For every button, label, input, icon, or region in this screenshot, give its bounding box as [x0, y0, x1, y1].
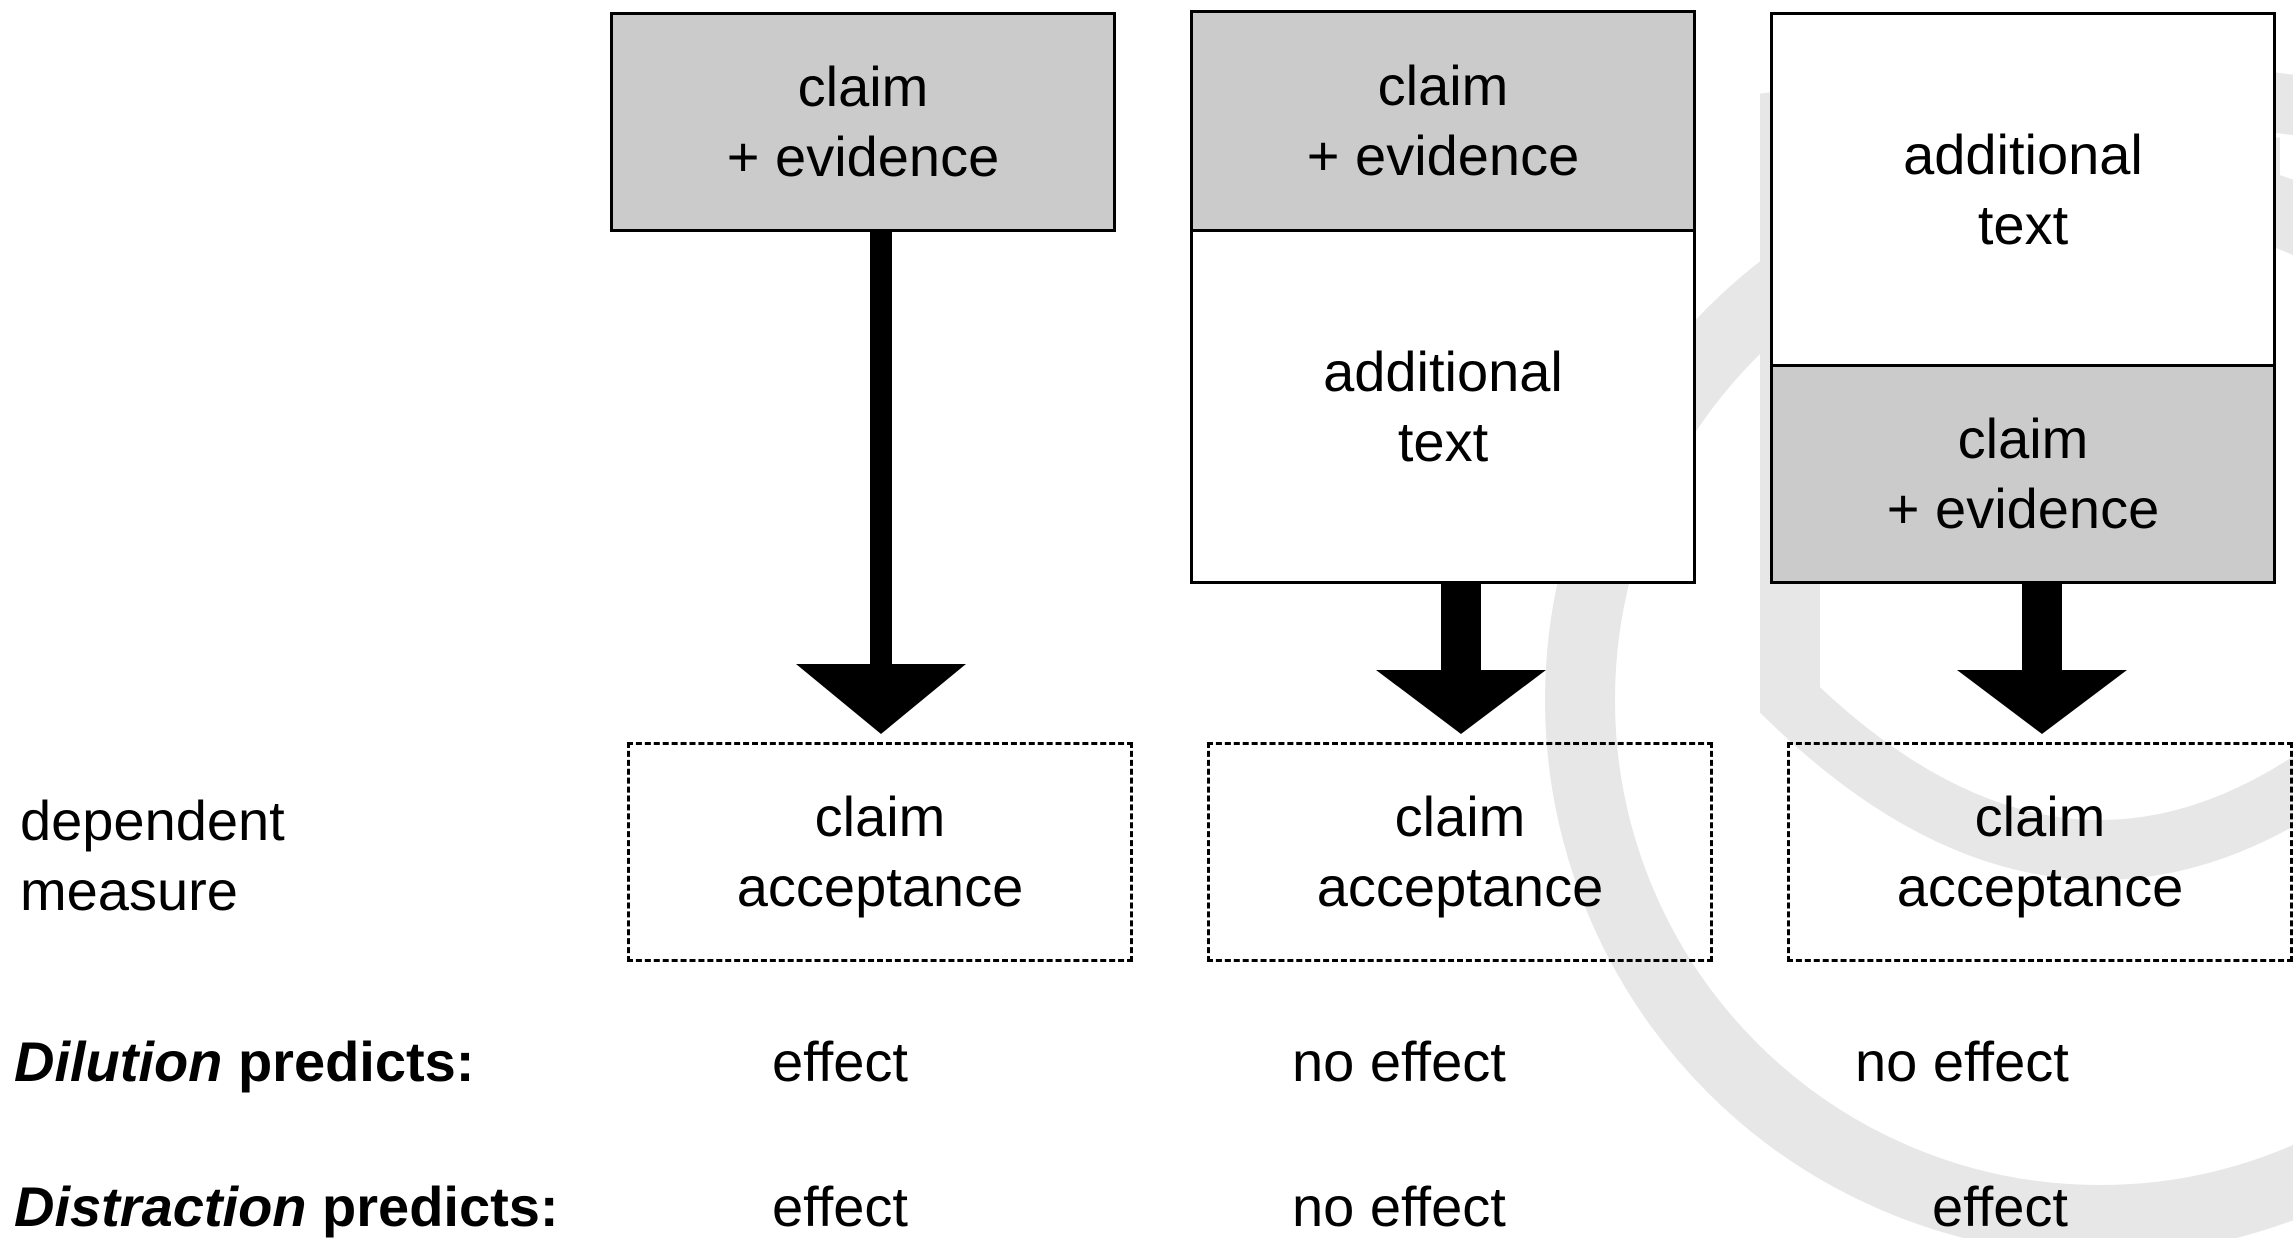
box-text-line: text [1977, 192, 2069, 256]
box-text-line: acceptance [1316, 855, 1604, 918]
box-text-line: + evidence [1886, 477, 2160, 540]
additional-text-box: additional text [1770, 12, 2276, 367]
label-line: dependent [20, 789, 285, 852]
predicts-text: predicts: [306, 1175, 559, 1238]
arrow-condition-2 [1376, 580, 1546, 734]
additional-text-box: additional text [1190, 229, 1696, 584]
claim-evidence-box: claim + evidence [1190, 10, 1696, 232]
arrow-condition-3 [1957, 580, 2127, 734]
box-text-line: claim [1394, 785, 1526, 848]
dilution-prediction-3: no effect [1855, 1030, 2069, 1093]
box-text-line: acceptance [736, 855, 1024, 918]
box-text-line: additional [1323, 339, 1563, 403]
box-text-line: + evidence [1306, 124, 1580, 187]
box-text-line: + evidence [726, 125, 1000, 188]
claim-acceptance-box: claim acceptance [627, 742, 1133, 962]
predicts-text: predicts: [222, 1030, 475, 1093]
box-text-line: claim [1377, 54, 1509, 117]
distraction-predicts-label: Distraction predicts: [14, 1172, 559, 1242]
distraction-prediction-1: effect [772, 1175, 908, 1238]
box-text-line: claim [1974, 785, 2106, 848]
arrow-condition-1 [796, 230, 966, 734]
box-text-line: text [1397, 409, 1489, 473]
label-line: measure [20, 859, 238, 922]
claim-evidence-box: claim + evidence [610, 12, 1116, 232]
claim-acceptance-box: claim acceptance [1207, 742, 1713, 962]
dilution-prediction-2: no effect [1292, 1030, 1506, 1093]
box-text-line: acceptance [1896, 855, 2184, 918]
dilution-predicts-label: Dilution predicts: [14, 1027, 474, 1097]
dilution-term: Dilution [14, 1030, 223, 1093]
dilution-prediction-1: effect [772, 1030, 908, 1093]
claim-acceptance-box: claim acceptance [1787, 742, 2293, 962]
distraction-prediction-3: effect [1932, 1175, 2068, 1238]
distraction-prediction-2: no effect [1292, 1175, 1506, 1238]
dependent-measure-label: dependent measure [20, 786, 285, 926]
box-text-line: claim [814, 785, 946, 848]
claim-evidence-box: claim + evidence [1770, 364, 2276, 584]
distraction-term: Distraction [14, 1175, 307, 1238]
box-text-line: additional [1903, 122, 2143, 186]
box-text-line: claim [1957, 407, 2089, 470]
box-text-line: claim [797, 55, 929, 118]
